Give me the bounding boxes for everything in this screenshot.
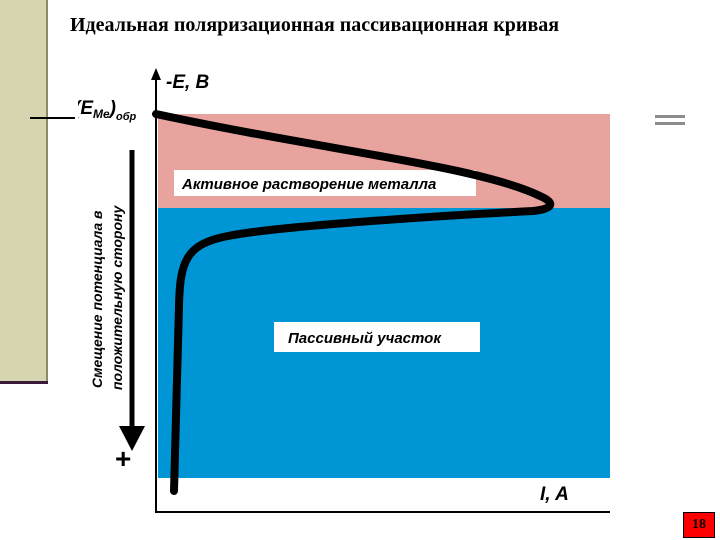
y-axis-label: -E, B	[166, 72, 210, 93]
corrosion-potential-label: (EMe)обр	[78, 98, 137, 123]
y-axis-arrow	[151, 68, 161, 80]
shift-label-line2: положительную сторону	[109, 205, 125, 390]
shift-label-line1: Смещение потенциала в	[89, 210, 105, 388]
decor-line	[30, 117, 75, 119]
decor-bar	[655, 115, 685, 118]
slide-title: Идеальная поляризационная пассивационная…	[70, 14, 560, 36]
passive-region-label: Пассивный участок	[288, 330, 442, 347]
side-rule	[0, 381, 48, 384]
active-region-label: Активное растворение металла	[181, 176, 436, 193]
side-panel	[0, 0, 48, 384]
polarization-curve	[152, 110, 555, 495]
x-axis-label: I, A	[540, 484, 569, 505]
passive-label-box	[274, 322, 480, 352]
active-label-box	[174, 170, 476, 196]
page-number: 18	[683, 512, 715, 538]
plus-sign: +	[115, 443, 131, 474]
decor-bar	[655, 122, 685, 125]
shift-arrow-head	[119, 426, 145, 451]
passivation-diagram: -E, B I, A (EMe)обр + Смещение потенциал…	[78, 66, 652, 516]
